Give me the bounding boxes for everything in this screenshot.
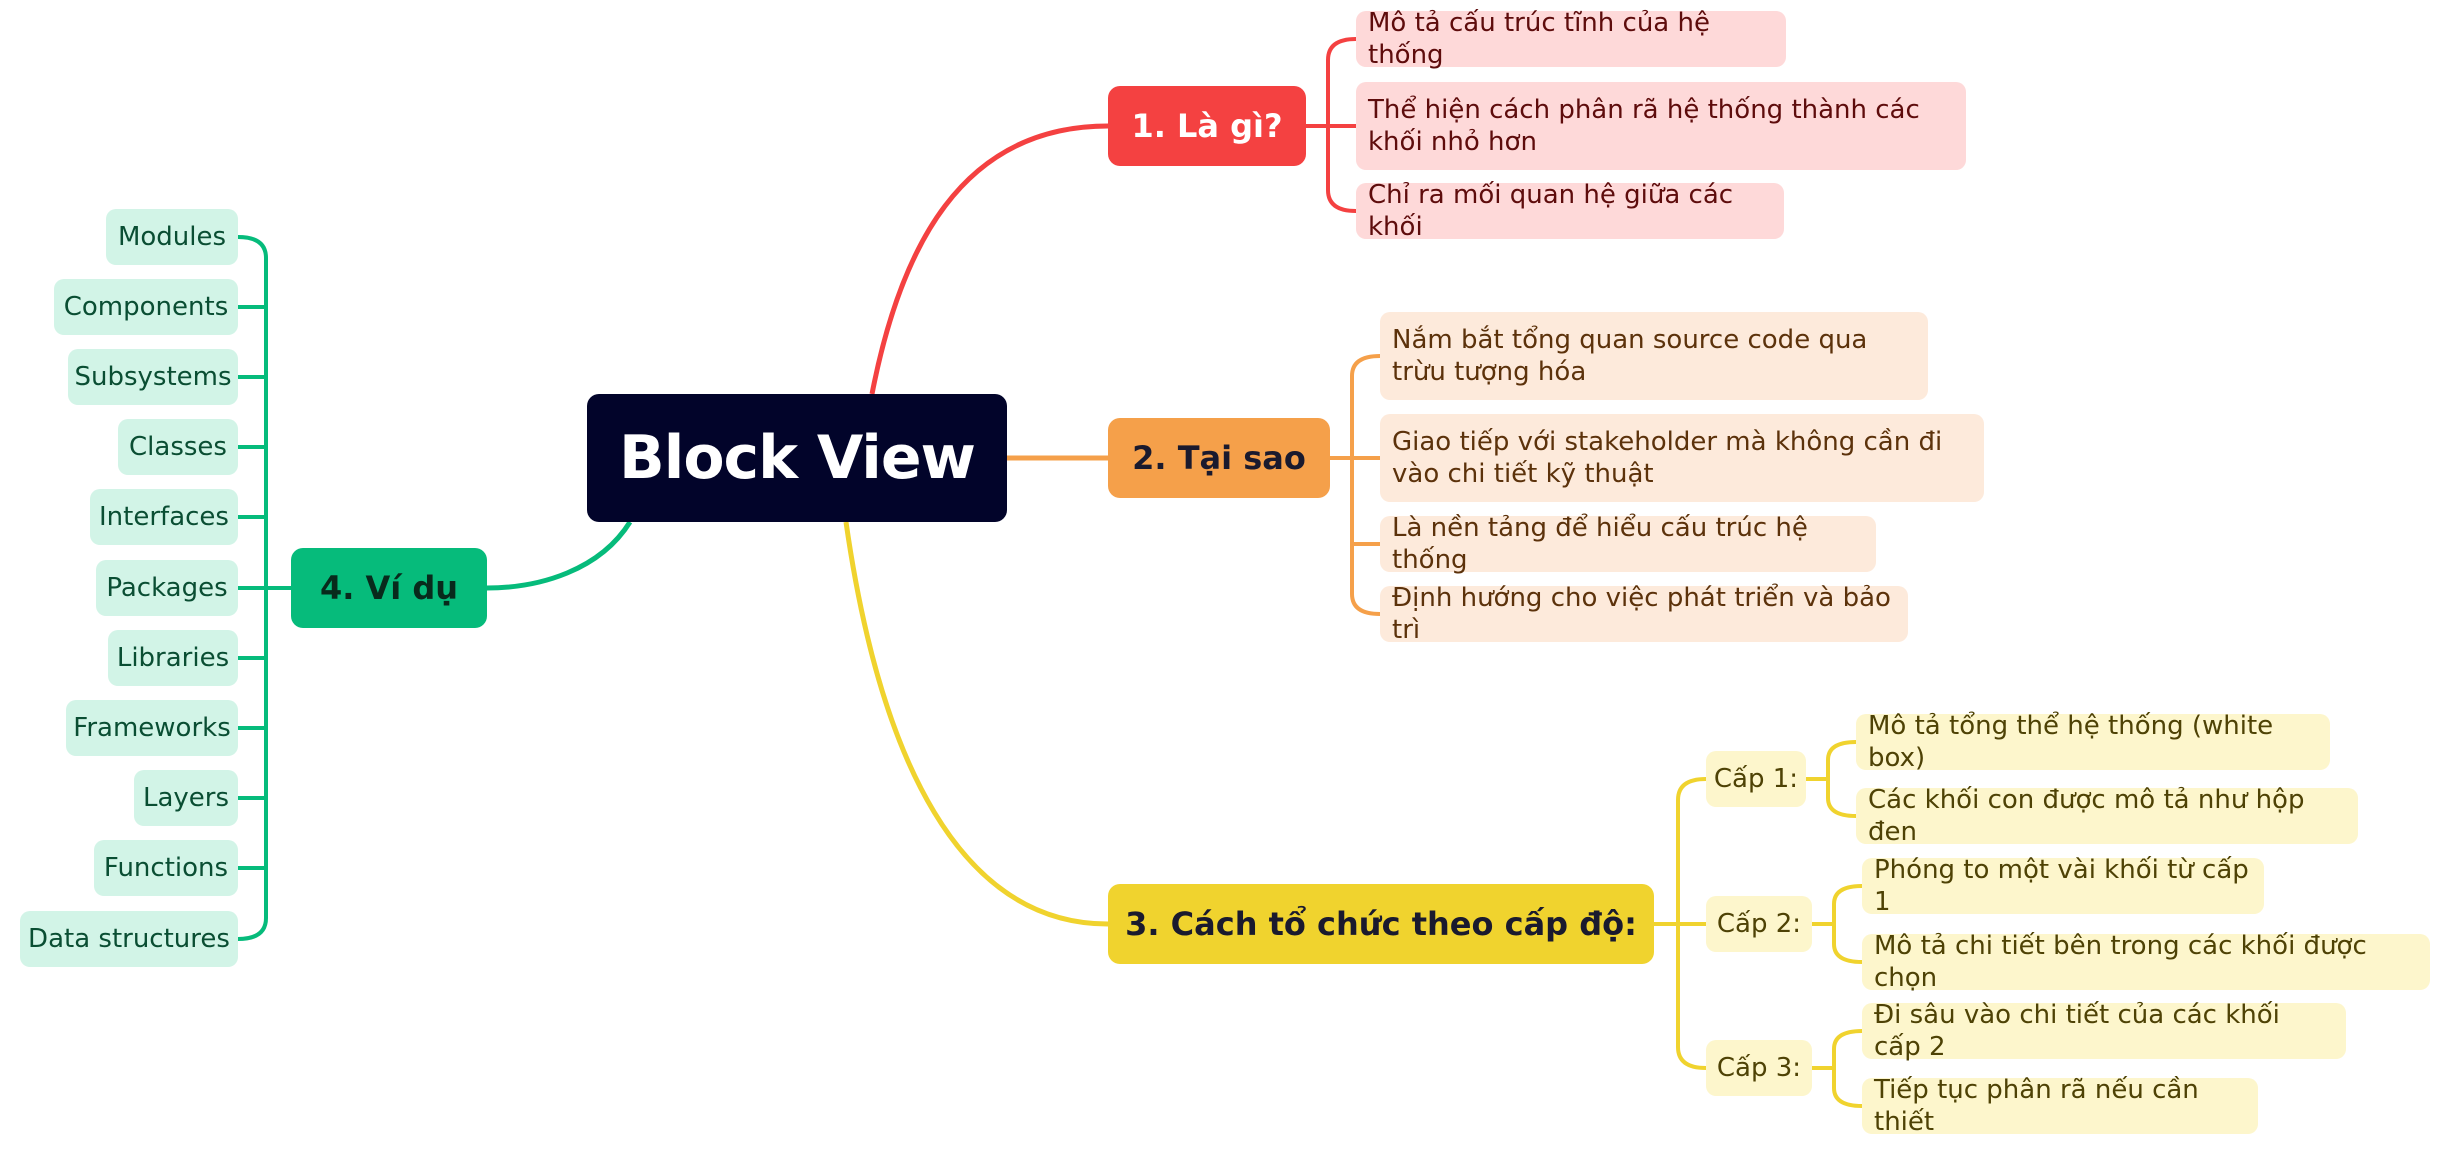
leaf-item[interactable]: Giao tiếp với stakeholder mà không cần đ… — [1380, 414, 1984, 502]
leaf-item[interactable]: Mô tả chi tiết bên trong các khối được c… — [1862, 931, 2430, 993]
level-3-node[interactable]: Cấp 3: — [1706, 1040, 1812, 1096]
leaf-text: Modules — [117, 222, 227, 252]
branch-why[interactable]: 2. Tại sao — [1108, 418, 1330, 498]
leaf-text: Classes — [129, 432, 227, 462]
bracket-level-3 — [1812, 1029, 1863, 1108]
leaf-text: Chỉ ra mối quan hệ giữa các khối — [1368, 180, 1734, 242]
leaf-item[interactable]: Thể hiện cách phân rã hệ thống thành các… — [1356, 82, 1966, 170]
level-label: Cấp 1: — [1713, 764, 1799, 794]
connector-root-branch-3 — [843, 521, 1109, 927]
leaf-text: Nắm bắt tổng quan source code qua trừu t… — [1392, 325, 1868, 387]
leaf-text: Các khối con được mô tả như hộp đen — [1868, 785, 2305, 847]
root-node[interactable]: Block View — [587, 394, 1007, 522]
leaf-item[interactable]: Định hướng cho việc phát triển và bảo tr… — [1380, 583, 1908, 645]
leaf-text: Mô tả chi tiết bên trong các khối được c… — [1874, 931, 2367, 993]
leaf-text: Functions — [103, 853, 229, 883]
level-2-node[interactable]: Cấp 2: — [1706, 896, 1812, 952]
level-label: Cấp 2: — [1716, 909, 1802, 939]
leaf-text: Interfaces — [99, 502, 229, 532]
leaf-item[interactable]: Modules — [106, 209, 238, 265]
level-1-node[interactable]: Cấp 1: — [1706, 751, 1806, 807]
leaf-text: Mô tả cấu trúc tĩnh của hệ thống — [1368, 8, 1710, 70]
leaf-text: Giao tiếp với stakeholder mà không cần đ… — [1392, 427, 1943, 489]
bracket-level-1 — [1806, 740, 1857, 818]
leaf-item[interactable]: Đi sâu vào chi tiết của các khối cấp 2 — [1862, 1000, 2346, 1062]
root-label: Block View — [619, 423, 976, 493]
leaf-text: Packages — [106, 573, 228, 603]
leaf-item[interactable]: Components — [54, 279, 238, 335]
leaf-item[interactable]: Tiếp tục phân rã nếu cần thiết — [1862, 1075, 2258, 1137]
leaf-text: Data structures — [28, 924, 230, 954]
bracket-branch-4 — [237, 235, 291, 941]
leaf-item[interactable]: Interfaces — [90, 489, 238, 545]
branch-label: 1. Là gì? — [1131, 107, 1283, 145]
leaf-item[interactable]: Mô tả cấu trúc tĩnh của hệ thống — [1356, 8, 1786, 70]
leaf-text: Định hướng cho việc phát triển và bảo tr… — [1392, 583, 1891, 645]
branch-examples[interactable]: 4. Ví dụ — [291, 548, 487, 628]
leaf-text: Libraries — [116, 643, 230, 673]
branch-what-is-it[interactable]: 1. Là gì? — [1108, 86, 1306, 166]
leaf-item[interactable]: Phóng to một vài khối từ cấp 1 — [1862, 855, 2264, 917]
leaf-item[interactable]: Subsystems — [68, 349, 238, 405]
leaf-text: Tiếp tục phân rã nếu cần thiết — [1874, 1075, 2199, 1137]
leaf-text: Là nền tảng để hiểu cấu trúc hệ thống — [1392, 513, 1808, 575]
leaf-text: Subsystems — [74, 362, 232, 392]
bracket-branch-3 — [1654, 777, 1707, 1070]
leaf-text: Thể hiện cách phân rã hệ thống thành các… — [1368, 95, 1920, 157]
branch-label: 2. Tại sao — [1132, 439, 1306, 477]
leaf-text: Mô tả tổng thể hệ thống (white box) — [1868, 711, 2274, 773]
bracket-branch-1 — [1306, 37, 1357, 213]
leaf-text: Đi sâu vào chi tiết của các khối cấp 2 — [1874, 1000, 2280, 1062]
branch-label: 3. Cách tổ chức theo cấp độ: — [1125, 905, 1637, 943]
branch-label: 4. Ví dụ — [319, 569, 459, 607]
leaf-item[interactable]: Mô tả tổng thể hệ thống (white box) — [1856, 711, 2330, 773]
level-label: Cấp 3: — [1716, 1053, 1802, 1083]
leaf-item[interactable]: Chỉ ra mối quan hệ giữa các khối — [1356, 180, 1784, 242]
leaf-text: Layers — [142, 783, 230, 813]
leaf-item[interactable]: Libraries — [108, 630, 238, 686]
bracket-level-2 — [1812, 884, 1863, 964]
leaf-text: Phóng to một vài khối từ cấp 1 — [1874, 855, 2249, 917]
bracket-branch-2 — [1330, 354, 1381, 616]
leaf-item[interactable]: Functions — [94, 840, 238, 896]
leaf-item[interactable]: Nắm bắt tổng quan source code qua trừu t… — [1380, 312, 1928, 400]
leaf-item[interactable]: Là nền tảng để hiểu cấu trúc hệ thống — [1380, 513, 1876, 575]
leaf-item[interactable]: Classes — [118, 419, 238, 475]
branch-levels[interactable]: 3. Cách tổ chức theo cấp độ: — [1108, 884, 1654, 964]
leaf-item[interactable]: Layers — [134, 770, 238, 826]
leaf-text: Frameworks — [73, 713, 231, 743]
leaf-item[interactable]: Packages — [96, 560, 238, 616]
connector-root-branch-4 — [486, 520, 633, 591]
leaf-item[interactable]: Frameworks — [66, 700, 238, 756]
connector-root-branch-1 — [869, 123, 1109, 395]
leaf-item[interactable]: Các khối con được mô tả như hộp đen — [1856, 785, 2358, 847]
leaf-text: Components — [63, 292, 229, 322]
leaf-item[interactable]: Data structures — [20, 911, 238, 967]
